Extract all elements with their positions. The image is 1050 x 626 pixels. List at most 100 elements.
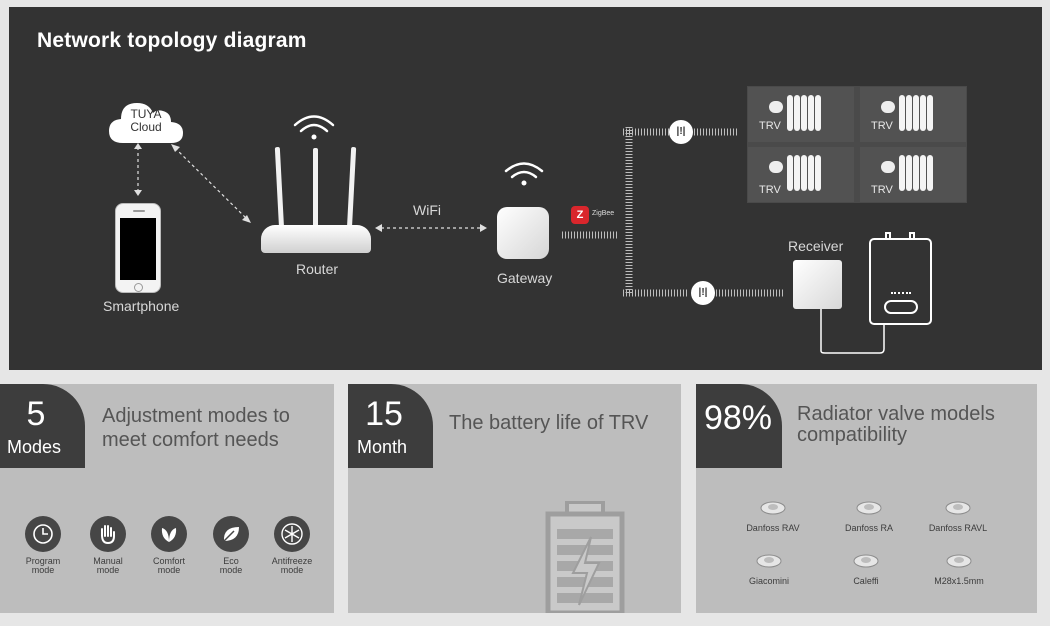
modes-badge: 5 Modes [0, 384, 85, 468]
smartphone-label: Smartphone [103, 298, 180, 314]
radiator-icon [787, 155, 821, 191]
modes-title-line1: Adjustment modes to [102, 405, 290, 427]
diagram-title: Network topology diagram [37, 29, 307, 52]
trv-label: TRV [759, 184, 781, 196]
trv-cell: TRV [748, 147, 854, 202]
valves-title-line2: compatibility [797, 424, 908, 446]
trv-cell: TRV [748, 87, 854, 142]
receiver-label: Receiver [788, 238, 844, 254]
modes-count: 5 [26, 395, 46, 433]
mode-label-line2: mode [157, 565, 181, 575]
valve-label: Danfoss RAV [746, 523, 800, 533]
valve-label: Giacomini [748, 576, 789, 586]
valve-label: Danfoss RAVL [928, 523, 988, 533]
valve-m28: M28x1.5mm [914, 552, 1004, 586]
valves-badge: 98% [696, 384, 782, 468]
signal-icon: |!| [669, 120, 693, 144]
trv-cell: TRV [860, 87, 966, 142]
valve-danfoss-ra: Danfoss RA [824, 499, 914, 533]
cloud-label-line2: Cloud [130, 120, 162, 134]
mode-label-line2: mode [31, 565, 55, 575]
mode-label-line1: Comfort [152, 556, 185, 566]
router-wifi-icon [293, 115, 335, 140]
gateway-image [497, 207, 549, 259]
modes-title-line2: meet comfort needs [102, 429, 279, 451]
valve-adapter-icon [758, 499, 788, 517]
battery-title: The battery life of TRV [449, 412, 649, 434]
mode-label-line2: mode [219, 565, 243, 575]
router-antenna [313, 148, 318, 230]
valve-giacomini: Giacomini [724, 552, 814, 586]
valve-label: Caleffi [853, 576, 879, 586]
valve-adapter-icon [754, 552, 784, 570]
valve-adapter-icon [854, 499, 884, 517]
battery-unit: Month [356, 437, 408, 457]
radiator-icon [899, 155, 933, 191]
trv-valve-icon [769, 101, 783, 113]
valves-title: Radiator valve models compatibility [797, 404, 995, 446]
valve-danfoss-ravl: Danfoss RAVL [913, 499, 1003, 533]
trv-grid: TRV TRV TRV TRV [747, 86, 967, 203]
leaf-icon [213, 516, 249, 552]
modes-card: 5 Modes Adjustment modes to meet comfort… [0, 384, 334, 613]
valves-percentage: 98% [703, 399, 773, 437]
modes-unit: Modes [6, 437, 62, 457]
battery-months: 15 [365, 395, 403, 433]
trv-valve-icon [881, 161, 895, 173]
valve-danfoss-rav: Danfoss RAV [728, 499, 818, 533]
clock-icon [25, 516, 61, 552]
phone-home-button [134, 283, 143, 292]
topology-diagram: Network topology diagram [9, 7, 1042, 370]
leaves-icon [151, 516, 187, 552]
trv-label: TRV [759, 120, 781, 132]
valve-adapter-icon [851, 552, 881, 570]
valve-caleffi: Caleffi [821, 552, 911, 586]
boiler-icon [869, 232, 932, 325]
mode-label-line1: Antifreeze [271, 556, 313, 566]
valve-label: M28x1.5mm [934, 576, 984, 586]
trv-cell: TRV [860, 147, 966, 202]
battery-card: 15 Month The battery life of TRV [348, 384, 681, 613]
gateway-label: Gateway [497, 270, 553, 286]
zigbee-label: ZigBee [592, 210, 615, 217]
mode-label-line1: Eco [223, 556, 239, 566]
radiator-icon [787, 95, 821, 131]
cloud-icon [109, 103, 183, 143]
cloud-label: TUYA Cloud [107, 108, 185, 134]
connection-lines [134, 115, 885, 354]
trv-valve-icon [769, 161, 783, 173]
smartphone-image [115, 203, 161, 293]
radiator-icon [899, 95, 933, 131]
mode-label-line2: mode [96, 565, 120, 575]
gateway-wifi-icon [504, 162, 544, 186]
phone-screen [120, 218, 156, 280]
valves-card: 98% Radiator valve models compatibility … [696, 384, 1037, 613]
router-image [261, 225, 371, 253]
valve-adapter-icon [943, 499, 973, 517]
wifi-label: WiFi [413, 202, 441, 218]
router-label: Router [296, 261, 339, 277]
receiver-image [793, 260, 842, 309]
valves-title-line1: Radiator valve models [797, 403, 995, 425]
mode-label-line1: Manual [93, 556, 123, 566]
phone-speaker [133, 210, 145, 212]
mode-label-line2: mode [280, 565, 304, 575]
modes-title: Adjustment modes to meet comfort needs [102, 404, 290, 452]
valve-label: Danfoss RA [844, 523, 894, 533]
mode-label-line1: Program [25, 556, 61, 566]
snowflake-icon [274, 516, 310, 552]
hand-icon [90, 516, 126, 552]
zigbee-logo-icon: Z [571, 206, 589, 224]
trv-label: TRV [871, 120, 893, 132]
